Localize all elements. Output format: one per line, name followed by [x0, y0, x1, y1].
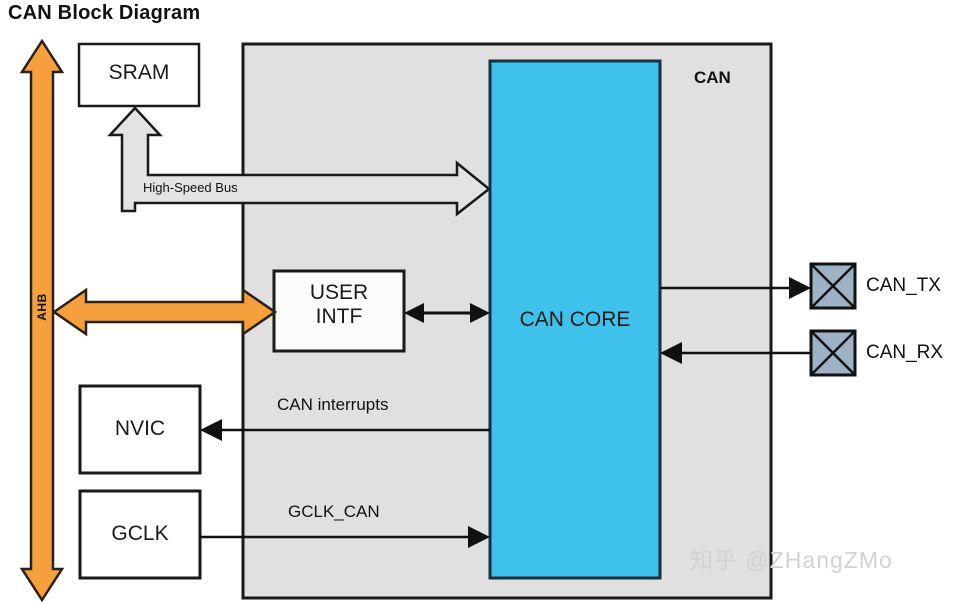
- user-intf-to-can-core-arrow: [404, 303, 490, 323]
- high-speed-bus-arrow: [107, 106, 492, 217]
- can-core-box: [488, 59, 662, 580]
- ahb-label: AHB: [35, 293, 49, 321]
- can-tx-line: [660, 277, 811, 299]
- watermark: 知乎 @ZHangZMo: [690, 547, 893, 573]
- ahb-to-user-intf-arrow: [51, 287, 278, 337]
- can-group-label: CAN: [694, 68, 731, 87]
- can-rx-pad-label: CAN_RX: [866, 342, 944, 363]
- gclk-can-label: GCLK_CAN: [288, 502, 380, 521]
- gclk-can-line: [200, 526, 490, 548]
- can-interrupts-line: [200, 419, 490, 441]
- page-title: CAN Block Diagram: [8, 2, 201, 24]
- can-interrupts-label: CAN interrupts: [277, 395, 389, 414]
- nvic-box: [78, 384, 202, 475]
- can-tx-pad-label: CAN_TX: [866, 275, 941, 296]
- gclk-box: [78, 489, 202, 580]
- can-rx-pad: [809, 329, 857, 377]
- can-tx-pad: [809, 262, 857, 310]
- ahb-bus-arrow: [19, 38, 65, 603]
- can-rx-line: [660, 342, 811, 364]
- user-intf-box: [272, 269, 406, 353]
- sram-box: [77, 42, 201, 108]
- high-speed-bus-label: High-Speed Bus: [143, 180, 238, 195]
